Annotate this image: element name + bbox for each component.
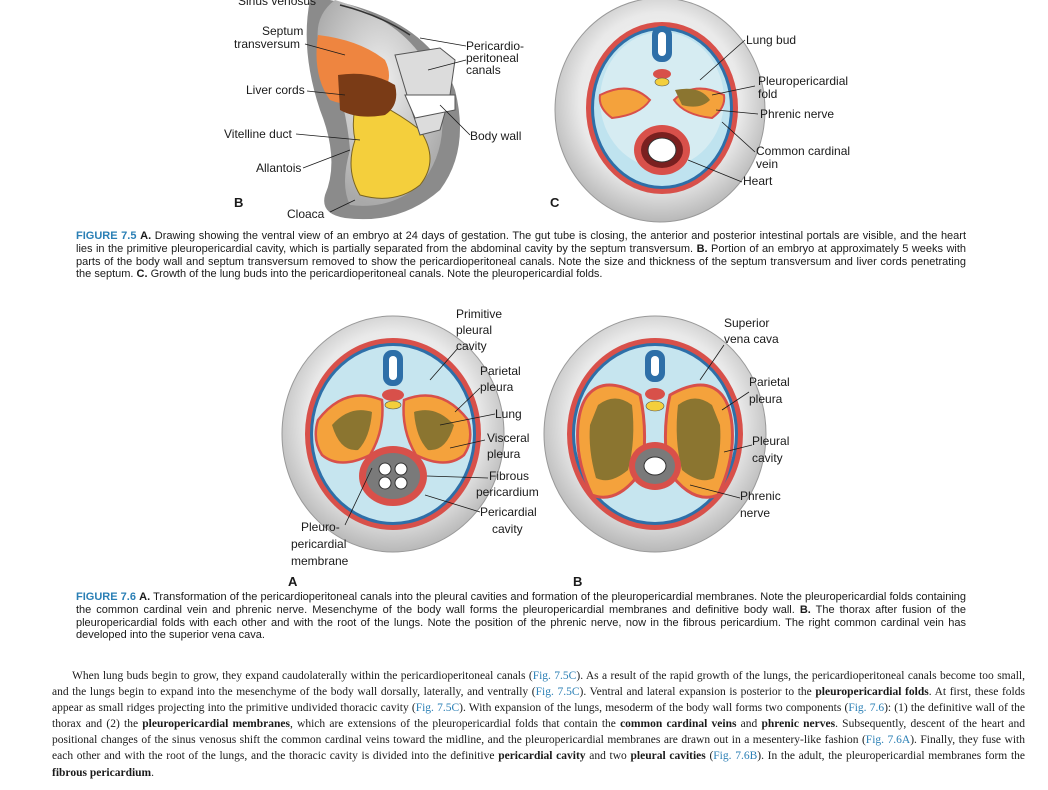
label-pleuro-mem-2: pericardial	[291, 537, 346, 551]
label-pleuro-fold-2: fold	[758, 87, 777, 101]
label-fibrous-2: pericardium	[476, 485, 539, 499]
xref-fig-7-6b[interactable]: Fig. 7.6B	[713, 750, 758, 763]
label-svc-1: Superior	[724, 316, 769, 330]
label-svc-2: vena cava	[724, 332, 779, 346]
label-phrenic-b-2: nerve	[740, 506, 770, 520]
label-parietal-a-1: Parietal	[480, 364, 521, 378]
label-liver-cords: Liver cords	[246, 83, 305, 97]
figure-7-5b-drawing	[306, 0, 460, 220]
leaders-7-5b	[295, 37, 471, 213]
figures-svg: Sinus venosus Septum transversum Liver c…	[224, 0, 850, 589]
label-allantois: Allantois	[256, 161, 301, 175]
xref-fig-7-5c[interactable]: Fig. 7.5C	[532, 670, 577, 682]
label-pericardial-2: cavity	[492, 522, 523, 536]
label-pericardial-1: Pericardial	[480, 505, 537, 519]
leaders-7-5c	[687, 39, 759, 183]
label-pleuro-mem-1: Pleuro-	[301, 520, 340, 534]
label-sinus-venosus: Sinus venosus	[238, 0, 316, 8]
label-cloaca: Cloaca	[287, 207, 325, 221]
panel-letter-b-7-6: B	[573, 574, 582, 589]
label-phrenic-b-1: Phrenic	[740, 489, 781, 503]
label-pericardio-3: canals	[466, 63, 501, 77]
label-phrenic-nerve: Phrenic nerve	[760, 107, 834, 121]
label-body-wall: Body wall	[470, 129, 521, 143]
label-common-cardinal-2: vein	[756, 157, 778, 171]
label-common-cardinal-1: Common cardinal	[756, 144, 850, 158]
label-fibrous-1: Fibrous	[489, 469, 529, 483]
label-parietal-b-1: Parietal	[749, 375, 790, 389]
label-septum-2: transversum	[234, 37, 300, 51]
label-parietal-a-2: pleura	[480, 380, 514, 394]
xref-fig-7-5c[interactable]: Fig. 7.5C	[415, 702, 460, 715]
panel-letter-a-7-6: A	[288, 574, 298, 589]
leaders-7-6b	[689, 344, 753, 499]
figure-7-6-label: FIGURE 7.6	[76, 591, 136, 603]
label-pericardio-1: Pericardio-	[466, 39, 524, 53]
label-heart: Heart	[743, 174, 773, 188]
figure-7-6b-drawing	[543, 315, 767, 553]
figure-area: Sinus venosus Septum transversum Liver c…	[224, 0, 850, 589]
xref-fig-7-6a[interactable]: Fig. 7.6A	[865, 734, 911, 747]
label-septum-1: Septum	[262, 24, 303, 38]
label-vitelline-duct: Vitelline duct	[224, 127, 292, 141]
label-visceral-1: Visceral	[487, 431, 529, 445]
xref-fig-7-6[interactable]: Fig. 7.6	[848, 702, 885, 715]
label-lung: Lung	[495, 407, 522, 421]
figure-7-5-caption: FIGURE 7.5 A. Drawing showing the ventra…	[76, 230, 967, 281]
label-pleuro-fold-1: Pleuropericardial	[758, 74, 848, 88]
label-lung-bud: Lung bud	[746, 33, 796, 47]
leaders-7-6a	[344, 347, 496, 526]
label-pericardio-2: peritoneal	[466, 51, 519, 65]
label-visceral-2: pleura	[487, 447, 521, 461]
panel-letter-c-7-5: C	[550, 195, 560, 210]
xref-fig-7-5c[interactable]: Fig. 7.5C	[535, 686, 580, 699]
label-primitive-1: Primitive	[456, 307, 502, 321]
label-pleural-cav-1: Pleural	[752, 434, 789, 448]
figure-7-6-caption: FIGURE 7.6 A. Transformation of the peri…	[76, 591, 967, 642]
label-primitive-3: cavity	[456, 339, 487, 353]
label-pleural-cav-2: cavity	[752, 451, 783, 465]
figure-7-5c-drawing	[554, 0, 766, 223]
label-primitive-2: pleural	[456, 323, 492, 337]
label-parietal-b-2: pleura	[749, 392, 783, 406]
body-paragraph: When lung buds begin to grow, they expan…	[52, 670, 1026, 779]
label-pleuro-mem-3: membrane	[291, 554, 349, 568]
panel-letter-b-7-5: B	[234, 195, 243, 210]
figure-7-5-label: FIGURE 7.5	[76, 230, 137, 242]
figure-7-6a-drawing	[281, 315, 505, 553]
